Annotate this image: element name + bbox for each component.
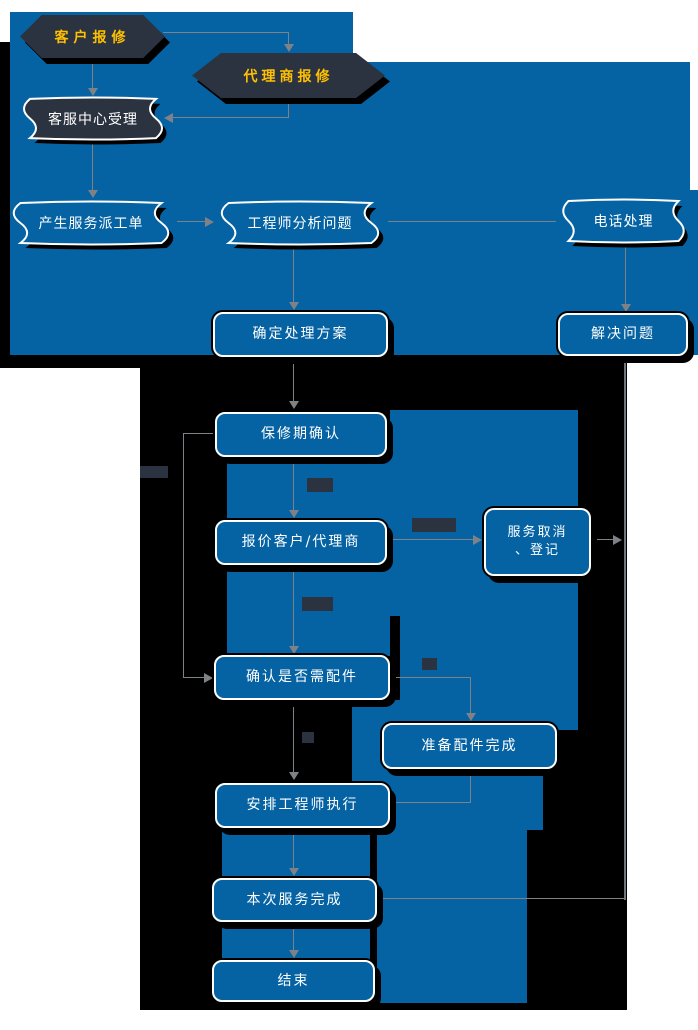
connector-line xyxy=(625,247,626,305)
connector-line xyxy=(470,772,471,803)
node-agent-report: 代理商报修 xyxy=(192,53,390,104)
connector-line xyxy=(293,923,294,950)
arrowhead-down xyxy=(466,713,476,721)
node-parts-ready: 准备配件完成 xyxy=(382,723,557,769)
connector-line xyxy=(173,117,289,118)
node-phone-handling: 电话处理 xyxy=(558,197,689,248)
node-label-line2: 、登记 xyxy=(514,543,560,558)
connector-line xyxy=(293,566,294,647)
node-solve-problem: 解决问题 xyxy=(558,313,688,356)
arrowhead-down xyxy=(289,772,299,780)
node-arrange-engineer: 安排工程师执行 xyxy=(215,783,390,828)
connector-line xyxy=(293,829,294,868)
arrowhead-down xyxy=(88,190,98,198)
arrowhead-right xyxy=(204,673,213,683)
node-label: 确认是否需配件 xyxy=(246,669,358,686)
condition-label-box xyxy=(422,658,437,670)
node-engineer-analysis: 工程师分析问题 xyxy=(215,199,385,250)
connector-line xyxy=(92,57,93,89)
connector-line xyxy=(163,32,289,33)
node-label: 准备配件完成 xyxy=(421,737,518,754)
node-label: 客户报修 xyxy=(54,29,131,46)
node-customer-report: 客户报修 xyxy=(20,15,170,64)
connector-line xyxy=(390,539,474,540)
condition-label-box xyxy=(140,466,168,478)
arrowhead-right xyxy=(205,217,214,227)
arrowhead-down xyxy=(289,401,299,409)
connector-line xyxy=(394,802,471,803)
connector-line xyxy=(293,248,294,303)
arrowhead-left xyxy=(164,113,173,123)
banner-shape xyxy=(215,199,384,250)
connector-line xyxy=(293,458,294,511)
node-label: 确定处理方案 xyxy=(252,326,349,343)
condition-label-box xyxy=(302,597,333,611)
connector-line xyxy=(293,701,294,773)
node-label: 保修期确认 xyxy=(261,426,341,443)
node-service-complete: 本次服务完成 xyxy=(212,878,377,922)
arrowhead-down xyxy=(289,510,299,518)
connector-line-trunk xyxy=(624,357,626,900)
connector-line xyxy=(380,898,625,899)
node-end: 结束 xyxy=(212,960,375,1002)
arrowhead-right xyxy=(473,535,482,545)
connector-line xyxy=(288,33,289,45)
node-label-line1: 服务取消 xyxy=(507,525,568,541)
connector-line xyxy=(293,358,294,402)
node-label: 工程师分析问题 xyxy=(247,216,353,232)
node-label: 客服中心受理 xyxy=(48,111,138,128)
node-service-center: 客服中心受理 xyxy=(18,95,168,145)
condition-label-box xyxy=(412,518,456,532)
node-label: 结束 xyxy=(277,972,310,989)
banner-shape xyxy=(18,95,167,145)
node-quote-customer: 报价客户/代理商 xyxy=(215,520,387,565)
node-label: 解决问题 xyxy=(591,326,655,343)
connector-line xyxy=(183,433,184,678)
connector-line xyxy=(592,539,614,540)
arrowhead-down xyxy=(289,646,299,654)
node-label: 本次服务完成 xyxy=(246,891,343,908)
condition-label-box xyxy=(302,732,314,743)
condition-label-box xyxy=(307,478,333,492)
connector-line xyxy=(392,677,471,678)
node-label: 报价客户/代理商 xyxy=(241,534,361,551)
arrowhead-down xyxy=(289,868,299,876)
node-warranty-confirm: 保修期确认 xyxy=(215,412,387,457)
bg-black-band xyxy=(0,355,627,368)
connector-line xyxy=(388,221,556,222)
bg-black-left-strip xyxy=(0,42,10,367)
bg-blue-bottom-right xyxy=(377,830,527,1003)
node-label: 电话处理 xyxy=(593,214,654,230)
arrowhead-down xyxy=(289,950,299,958)
node-dispatch-order: 产生服务派工单 xyxy=(7,199,175,250)
arrowhead-down xyxy=(621,304,631,312)
node-label: 安排工程师执行 xyxy=(246,797,359,814)
node-label: 代理商报修 xyxy=(243,68,334,85)
node-label: 产生服务派工单 xyxy=(38,216,144,232)
arrowhead-down xyxy=(289,302,299,310)
node-determine-plan: 确定处理方案 xyxy=(213,312,388,357)
connector-line xyxy=(184,677,205,678)
connector-line xyxy=(92,142,93,190)
arrowhead-down xyxy=(88,88,98,96)
connector-line xyxy=(288,98,289,118)
connector-line xyxy=(177,221,205,222)
node-service-cancel: 服务取消 、登记 xyxy=(484,508,591,576)
connector-line xyxy=(470,678,471,714)
banner-shape xyxy=(7,199,174,250)
arrowhead-down xyxy=(284,44,294,52)
arrowhead-right xyxy=(613,535,622,545)
banner-shape xyxy=(558,197,688,248)
connector-line xyxy=(183,433,215,434)
node-confirm-parts: 确认是否需配件 xyxy=(214,655,390,700)
